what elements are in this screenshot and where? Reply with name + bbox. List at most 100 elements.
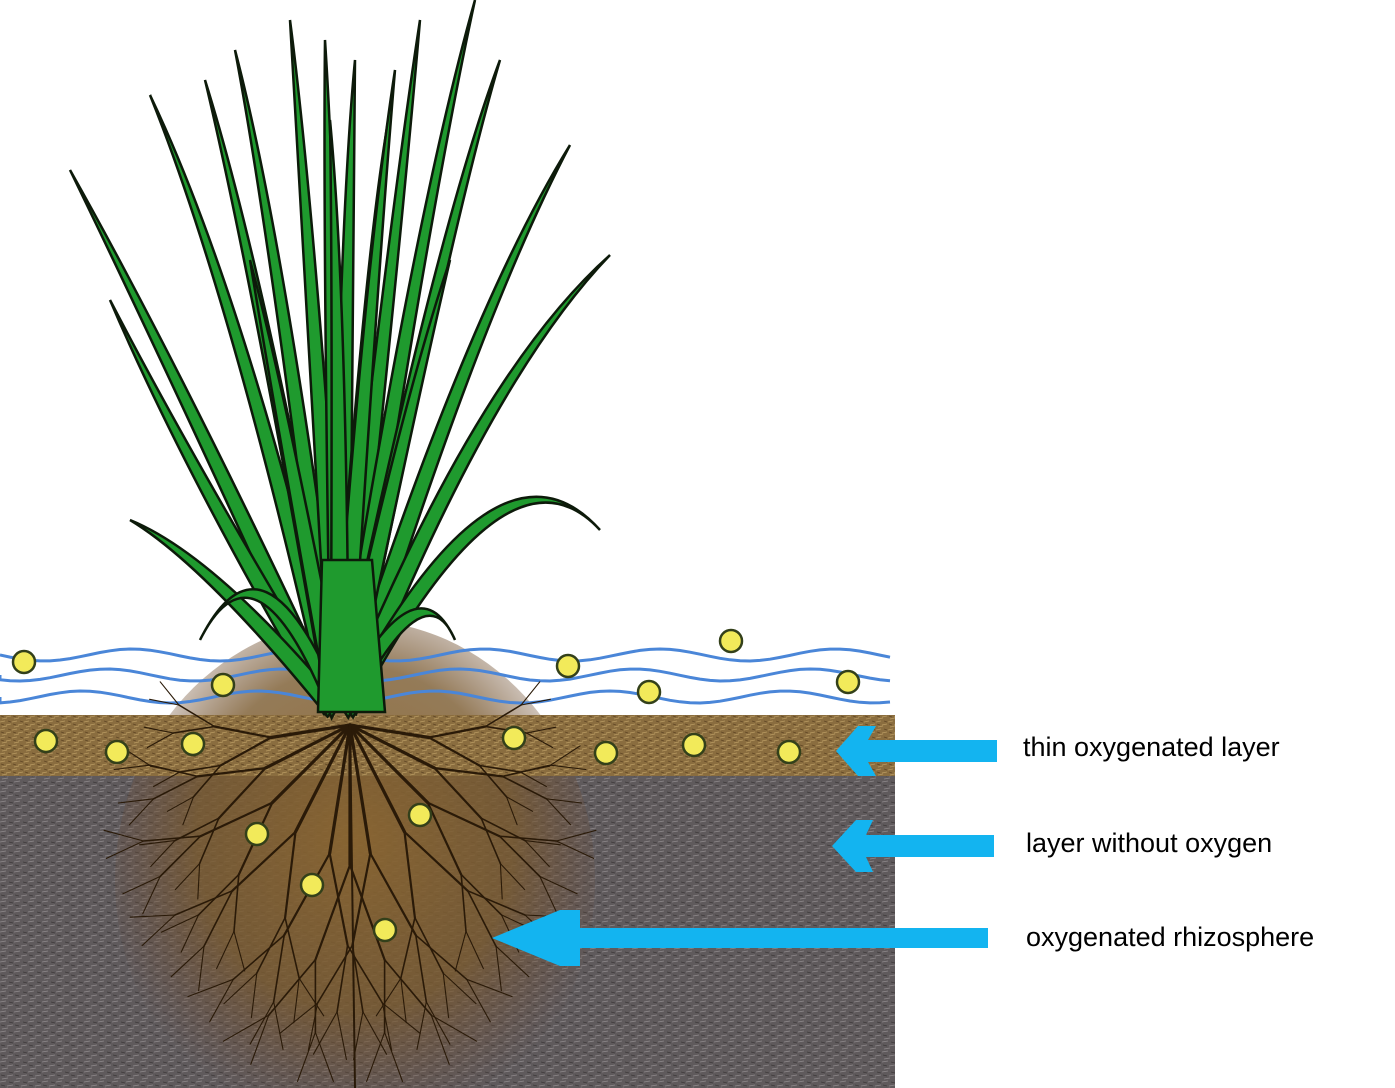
root-branch bbox=[495, 945, 530, 978]
rice-leaf bbox=[336, 144, 572, 715]
oxygen-bubble-icon bbox=[593, 740, 619, 766]
root-branch bbox=[166, 796, 195, 812]
root-branch bbox=[250, 972, 258, 1019]
root-branch bbox=[524, 840, 550, 868]
root-branch bbox=[480, 817, 526, 842]
root-branch bbox=[314, 863, 352, 961]
root-branch bbox=[348, 723, 372, 855]
root-branch bbox=[198, 817, 220, 865]
arrow-left-icon bbox=[832, 820, 994, 872]
root-branch bbox=[466, 978, 491, 1023]
water-surface bbox=[0, 647, 891, 705]
root-branch bbox=[348, 723, 431, 740]
root-branch bbox=[555, 829, 597, 842]
root-branch bbox=[142, 835, 202, 842]
root-branch bbox=[524, 840, 561, 846]
root-branch bbox=[549, 764, 587, 771]
root-branch bbox=[209, 978, 234, 1023]
root-branch bbox=[505, 796, 534, 812]
root-branch bbox=[216, 930, 235, 970]
oxygen-bubble-icon bbox=[33, 728, 59, 754]
root-branch bbox=[348, 863, 386, 961]
root-branch bbox=[198, 945, 205, 992]
root-branch bbox=[270, 723, 352, 805]
root-branch bbox=[182, 796, 195, 826]
root-branch bbox=[351, 852, 372, 947]
root-branch bbox=[178, 704, 216, 728]
root-branch bbox=[159, 681, 180, 706]
oxygen-bubble-icon bbox=[299, 872, 325, 898]
root-branch bbox=[427, 725, 487, 739]
root-branch bbox=[466, 890, 526, 916]
root-branch bbox=[217, 767, 267, 820]
root-branch bbox=[520, 698, 551, 706]
oxygen-bubble-icon bbox=[555, 653, 581, 679]
oxygen-bubble-icon bbox=[104, 739, 130, 765]
root-branch bbox=[222, 1014, 270, 1042]
root-branch bbox=[160, 914, 200, 933]
oxygen-bubble-icon bbox=[244, 821, 270, 847]
root-branch bbox=[117, 798, 155, 804]
rice-leaf bbox=[129, 518, 342, 719]
layer-without-oxygen-label: layer without oxygen bbox=[1026, 828, 1273, 858]
root-branch bbox=[519, 771, 547, 788]
root-branch bbox=[174, 890, 234, 916]
root-branch bbox=[196, 767, 267, 778]
water-wave-line bbox=[0, 647, 891, 663]
root-branch bbox=[192, 764, 222, 798]
root-branch bbox=[501, 775, 548, 800]
root-branch bbox=[223, 972, 258, 1005]
root-branch bbox=[348, 723, 437, 770]
root-branch bbox=[381, 1002, 421, 1034]
root-branch bbox=[484, 704, 522, 728]
thin-oxygenated-layer-label: thin oxygenated layer bbox=[1023, 732, 1280, 762]
oxygen-bubble-icon bbox=[180, 731, 206, 757]
root-branch bbox=[425, 1001, 451, 1045]
rice-plant-icon bbox=[68, 0, 611, 722]
root-branch bbox=[362, 1011, 388, 1055]
root-branch bbox=[312, 1011, 338, 1055]
root-branch bbox=[426, 801, 501, 838]
root-branch bbox=[442, 972, 477, 1005]
root-branch bbox=[273, 1001, 284, 1050]
root-branch bbox=[153, 771, 181, 788]
root-branch bbox=[549, 745, 581, 766]
root-branch bbox=[199, 801, 274, 838]
root-branch bbox=[442, 972, 450, 1019]
root-branch bbox=[178, 764, 222, 773]
root-branch bbox=[105, 840, 145, 859]
root-branch bbox=[539, 875, 578, 895]
oxygen-bubble-icon bbox=[681, 732, 707, 758]
root-branch bbox=[174, 817, 220, 842]
oxygen-bubble-icon bbox=[372, 917, 398, 943]
root-branch bbox=[143, 726, 175, 734]
root-branch bbox=[197, 863, 201, 900]
root-branch bbox=[213, 725, 273, 739]
root-branch bbox=[430, 1014, 478, 1042]
root-branch bbox=[249, 1001, 275, 1045]
root-branch bbox=[174, 863, 201, 891]
root-branch bbox=[555, 840, 595, 859]
root-branch bbox=[233, 930, 246, 972]
root-branch bbox=[375, 977, 402, 1017]
root-branch bbox=[129, 914, 176, 918]
root-branch bbox=[296, 1031, 316, 1082]
root-branch bbox=[142, 875, 161, 915]
root-branch bbox=[348, 723, 430, 805]
root-branch bbox=[139, 840, 176, 846]
root-branch bbox=[336, 1011, 347, 1060]
root-branch bbox=[316, 944, 354, 1004]
root-branch bbox=[284, 830, 297, 919]
root-branch bbox=[460, 873, 467, 933]
root-branch bbox=[187, 978, 234, 998]
root-branch bbox=[416, 1001, 427, 1050]
root-branch bbox=[433, 767, 504, 778]
oxygen-bubbles bbox=[11, 628, 861, 943]
root-branch bbox=[180, 914, 200, 953]
root-branch bbox=[141, 914, 176, 947]
root-branch bbox=[159, 835, 202, 878]
taproot bbox=[349, 724, 356, 1088]
root-branch bbox=[433, 767, 483, 820]
root-branch bbox=[400, 977, 407, 1024]
oxygen-bubble-icon bbox=[501, 725, 527, 751]
